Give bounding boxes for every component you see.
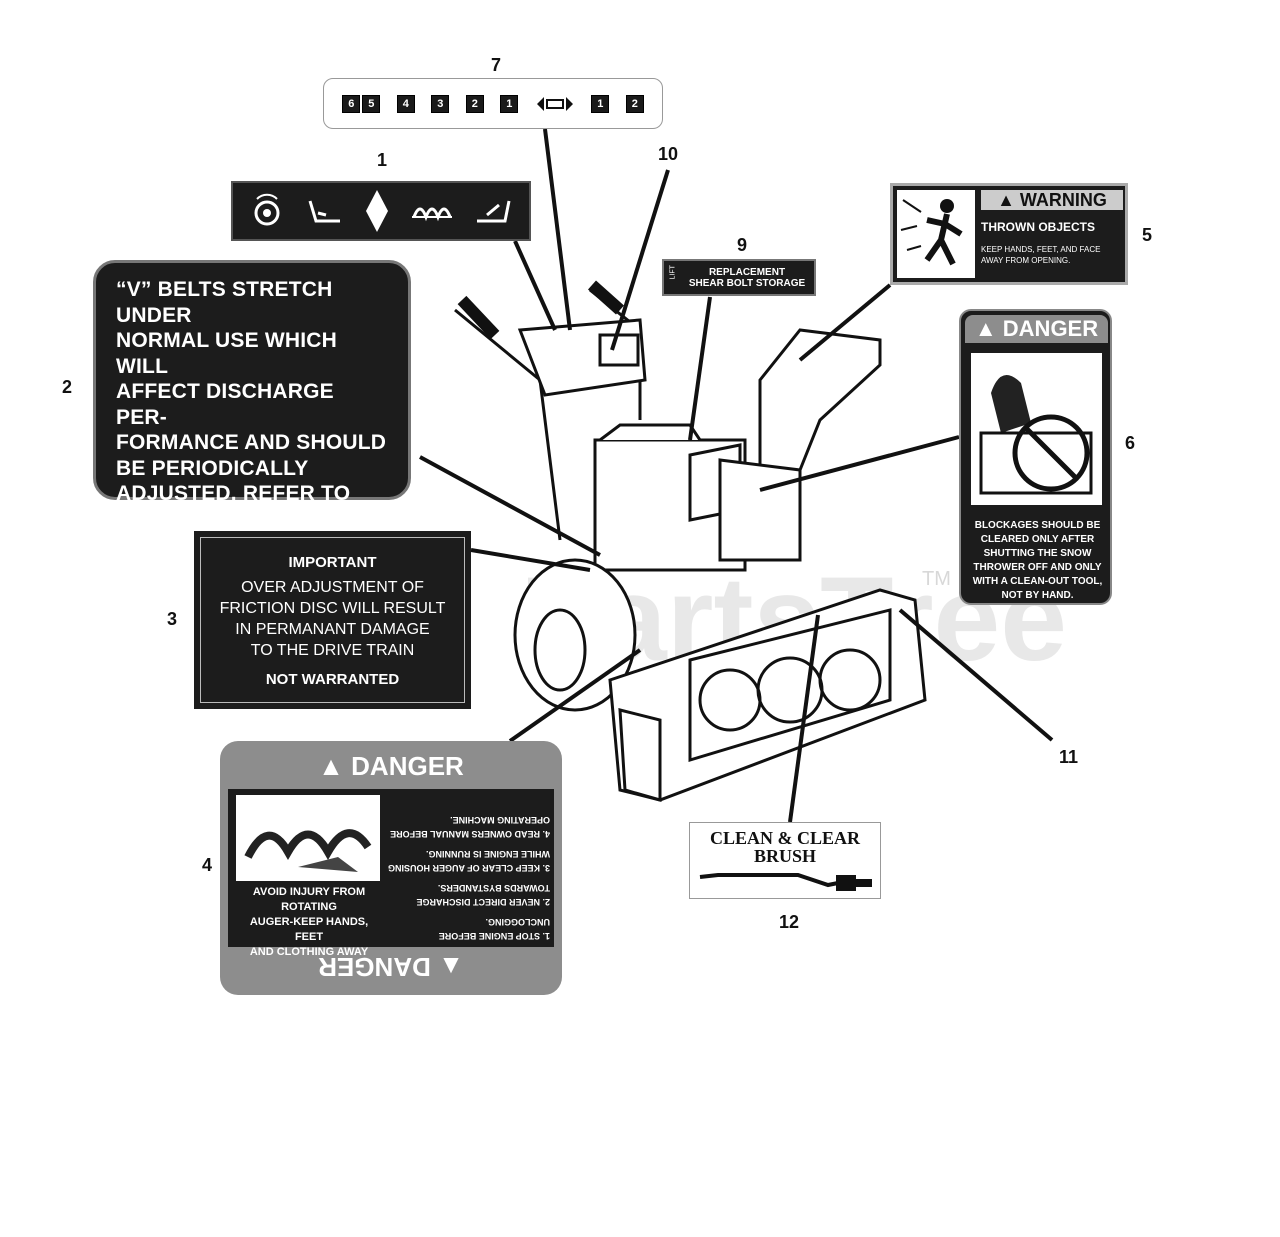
auger-danger-icon bbox=[236, 795, 380, 881]
callout-5: 5 bbox=[1142, 225, 1153, 245]
watermark-tm: TM bbox=[922, 568, 951, 590]
label-9-shear-bolt-decal: LIFT REPLACEMENT SHEAR BOLT STORAGE bbox=[662, 259, 816, 296]
warning-triangle-icon: ▲ bbox=[997, 190, 1015, 210]
callout-11: 11 bbox=[1059, 747, 1079, 767]
warning-triangle-icon: ▲ bbox=[438, 952, 464, 982]
diamond-icon bbox=[365, 190, 388, 232]
callout-10: 10 bbox=[658, 144, 679, 164]
label-3-line: IN PERMANANT DAMAGE bbox=[235, 621, 430, 638]
gear-3: 3 bbox=[431, 94, 450, 113]
warning-triangle-icon: ▲ bbox=[974, 316, 997, 341]
gear-6: 6 bbox=[342, 94, 361, 113]
label-5-title: THROWN OBJECTS bbox=[981, 220, 1095, 234]
label-4-header: ▲ DANGER bbox=[318, 751, 464, 781]
label-6-danger-decal: ▲ DANGER BLOCKAGES SHOULD BE CLEARED ONL… bbox=[959, 309, 1112, 605]
callout-12: 12 bbox=[779, 912, 800, 932]
label-3-title: IMPORTANT bbox=[288, 554, 377, 571]
label-2-line: ADJUSTED. REFER TO bbox=[116, 482, 351, 505]
label-2-line: MANUAL FOR bbox=[116, 507, 259, 531]
label-5-body: KEEP HANDS, FEET, AND FACE AWAY FROM OPE… bbox=[981, 245, 1101, 265]
label-2-v-belts-decal: “V” BELTS STRETCH UNDER NORMAL USE WHICH… bbox=[93, 260, 411, 556]
snow-thrower-icon bbox=[454, 280, 927, 802]
brush-icon bbox=[699, 873, 872, 891]
label-3-important-decal: IMPORTANT OVER ADJUSTMENT OF FRICTION DI… bbox=[194, 531, 471, 709]
label-4-body: AVOID INJURY FROM ROTATING AUGER-KEEP HA… bbox=[228, 789, 554, 958]
gear-r2: 2 bbox=[625, 94, 644, 113]
label-6-body: BLOCKAGES SHOULD BE CLEARED ONLY AFTER S… bbox=[972, 520, 1103, 601]
neutral-arrow-icon bbox=[536, 96, 573, 111]
label-3-footer: NOT WARRANTED bbox=[265, 671, 400, 688]
gear-4: 4 bbox=[396, 94, 415, 113]
callout-2: 2 bbox=[62, 377, 73, 397]
callout-9: 9 bbox=[737, 235, 748, 255]
label-2-line: NORMAL USE WHICH WILL bbox=[116, 329, 337, 378]
callout-1: 1 bbox=[377, 150, 388, 170]
label-4-footer: ▲ DANGER bbox=[318, 952, 464, 982]
label-2-line: “V” BELTS STRETCH UNDER bbox=[116, 278, 333, 327]
label-6-header: ▲ DANGER bbox=[965, 315, 1108, 343]
label-7-gear-decal: 6 5 4 3 2 1 1 2 bbox=[323, 78, 663, 129]
auger-drive-icon bbox=[254, 193, 280, 226]
label-3-line: FRICTION DISC WILL RESULT bbox=[219, 600, 446, 617]
callout-6: 6 bbox=[1125, 433, 1136, 453]
label-9-side: LIFT bbox=[669, 265, 677, 280]
gear-5: 5 bbox=[362, 94, 381, 113]
thrown-objects-icon bbox=[897, 190, 975, 278]
label-9-body: REPLACEMENT SHEAR BOLT STORAGE bbox=[688, 267, 806, 289]
wheel-drive-icon bbox=[477, 200, 511, 223]
label-4-instructions: 1. STOP ENGINE BEFORE UNCLOGGING. 2. NEV… bbox=[387, 815, 550, 941]
callout-3: 3 bbox=[167, 609, 178, 629]
auger-icon bbox=[411, 207, 452, 222]
label-5-header: ▲ WARNING bbox=[981, 190, 1123, 210]
label-12-brush-decal: CLEAN & CLEAR BRUSH bbox=[689, 822, 881, 899]
label-4-auger-danger-decal: ▲ DANGER AVOID INJURY FROM ROTATING AUGE… bbox=[220, 741, 562, 995]
label-2-line: AFFECT DISCHARGE PER- bbox=[116, 380, 334, 429]
gear-1: 1 bbox=[500, 94, 519, 113]
no-hand-icon bbox=[971, 353, 1102, 505]
label-2-line: BE PERIODICALLY bbox=[116, 456, 309, 480]
gear-2: 2 bbox=[465, 94, 484, 113]
scraper-icon bbox=[308, 200, 341, 223]
label-5-warning-decal: ▲ WARNING THROWN OBJECTS KEEP HANDS, FEE… bbox=[890, 183, 1128, 285]
warning-triangle-icon: ▲ bbox=[318, 751, 344, 781]
label-1-control-decal bbox=[231, 181, 531, 241]
leader-lines bbox=[419, 128, 1054, 823]
gear-r1: 1 bbox=[591, 94, 610, 113]
label-3-line: OVER ADJUSTMENT OF bbox=[241, 579, 424, 596]
label-3-line: TO THE DRIVE TRAIN bbox=[250, 642, 415, 659]
callout-4: 4 bbox=[202, 855, 213, 875]
callout-7: 7 bbox=[491, 55, 502, 75]
label-2-line: FORMANCE AND SHOULD bbox=[116, 431, 387, 454]
label-12-title: CLEAN & CLEAR BRUSH bbox=[709, 828, 860, 866]
